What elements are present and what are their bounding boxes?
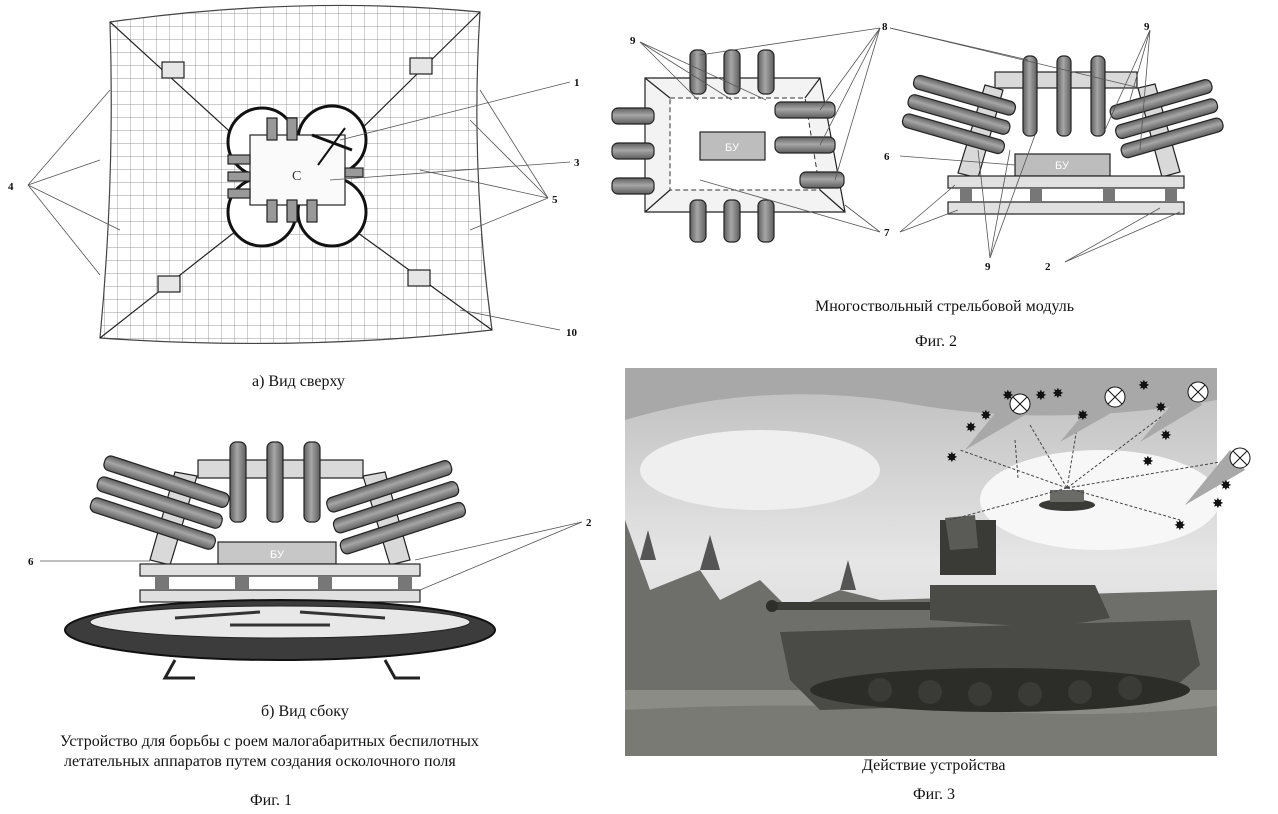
fig2-label: Фиг. 2: [915, 333, 957, 350]
svg-text:✸: ✸: [980, 409, 992, 424]
net-weight: [161, 61, 185, 79]
svg-text:✸: ✸: [1160, 429, 1172, 444]
fig1-top-view: C: [27, 4, 571, 345]
svg-text:✸: ✸: [1142, 455, 1154, 470]
fig1-view-a-caption: а) Вид сверху: [252, 373, 345, 390]
fragment-bursts: ✸ ✸ ✸ ✸ ✸ ✸ ✸ ✸ ✸ ✸ ✸ ✸ ✸ ✸: [946, 379, 1232, 534]
svg-text:✸: ✸: [1035, 389, 1047, 404]
control-unit-label-fig2-side: БУ: [1055, 160, 1070, 172]
drone-top: C: [226, 104, 368, 248]
svg-text:✸: ✸: [1220, 479, 1232, 494]
fig1-view-b-caption: б) Вид сбоку: [261, 703, 349, 720]
target-drone: [1140, 381, 1209, 442]
callout-2-fig2: 2: [1045, 261, 1051, 273]
callout-2-side: 2: [586, 517, 592, 529]
svg-text:C: C: [292, 169, 301, 184]
fig2-module-top: БУ: [611, 27, 881, 243]
tank: [766, 515, 1200, 712]
fig3-caption: Действие устройства: [862, 757, 1006, 774]
control-unit-label: БУ: [270, 549, 285, 561]
callout-7: 7: [884, 227, 890, 239]
callout-6-fig2: 6: [884, 151, 890, 163]
callout-1: 1: [574, 77, 580, 89]
target-drone: [1060, 386, 1126, 442]
fig2-module-side: БУ: [889, 27, 1224, 263]
svg-text:✸: ✸: [1174, 519, 1186, 534]
fig1-description-line1: Устройство для борьбы с роем малогабарит…: [60, 733, 479, 750]
svg-text:✸: ✸: [1138, 379, 1150, 394]
net-weight: [409, 57, 433, 75]
svg-text:✸: ✸: [965, 421, 977, 436]
callout-9-top: 9: [630, 35, 636, 47]
net-weight: [407, 269, 431, 287]
fig3-scene: ✸ ✸ ✸ ✸ ✸ ✸ ✸ ✸ ✸ ✸ ✸ ✸ ✸ ✸: [625, 368, 1251, 756]
svg-text:✸: ✸: [1077, 409, 1089, 424]
callout-3: 3: [574, 157, 580, 169]
target-drone: [1185, 447, 1251, 505]
svg-text:✸: ✸: [1002, 389, 1014, 404]
svg-text:✸: ✸: [946, 451, 958, 466]
callout-9-bottom: 9: [985, 261, 991, 273]
callout-4: 4: [8, 181, 14, 193]
svg-text:✸: ✸: [1155, 401, 1167, 416]
callout-6-side: 6: [28, 556, 34, 568]
fig1-description-line2: летательных аппаратов путем создания оск…: [64, 753, 456, 770]
svg-text:✸: ✸: [1052, 387, 1064, 402]
svg-text:✸: ✸: [1212, 497, 1224, 512]
callout-9-side-top: 9: [1144, 21, 1150, 33]
fig1-label: Фиг. 1: [250, 792, 292, 809]
callout-8: 8: [882, 21, 888, 33]
callout-5: 5: [552, 194, 558, 206]
fig2-caption: Многоствольный стрельбовой модуль: [815, 298, 1075, 315]
fig3-label: Фиг. 3: [913, 786, 955, 803]
net-weight: [157, 275, 181, 293]
target-drone: [965, 393, 1031, 450]
control-unit-label-fig2: БУ: [725, 142, 740, 154]
callout-10: 10: [566, 327, 578, 339]
fig1-side-view: БУ: [40, 441, 583, 680]
